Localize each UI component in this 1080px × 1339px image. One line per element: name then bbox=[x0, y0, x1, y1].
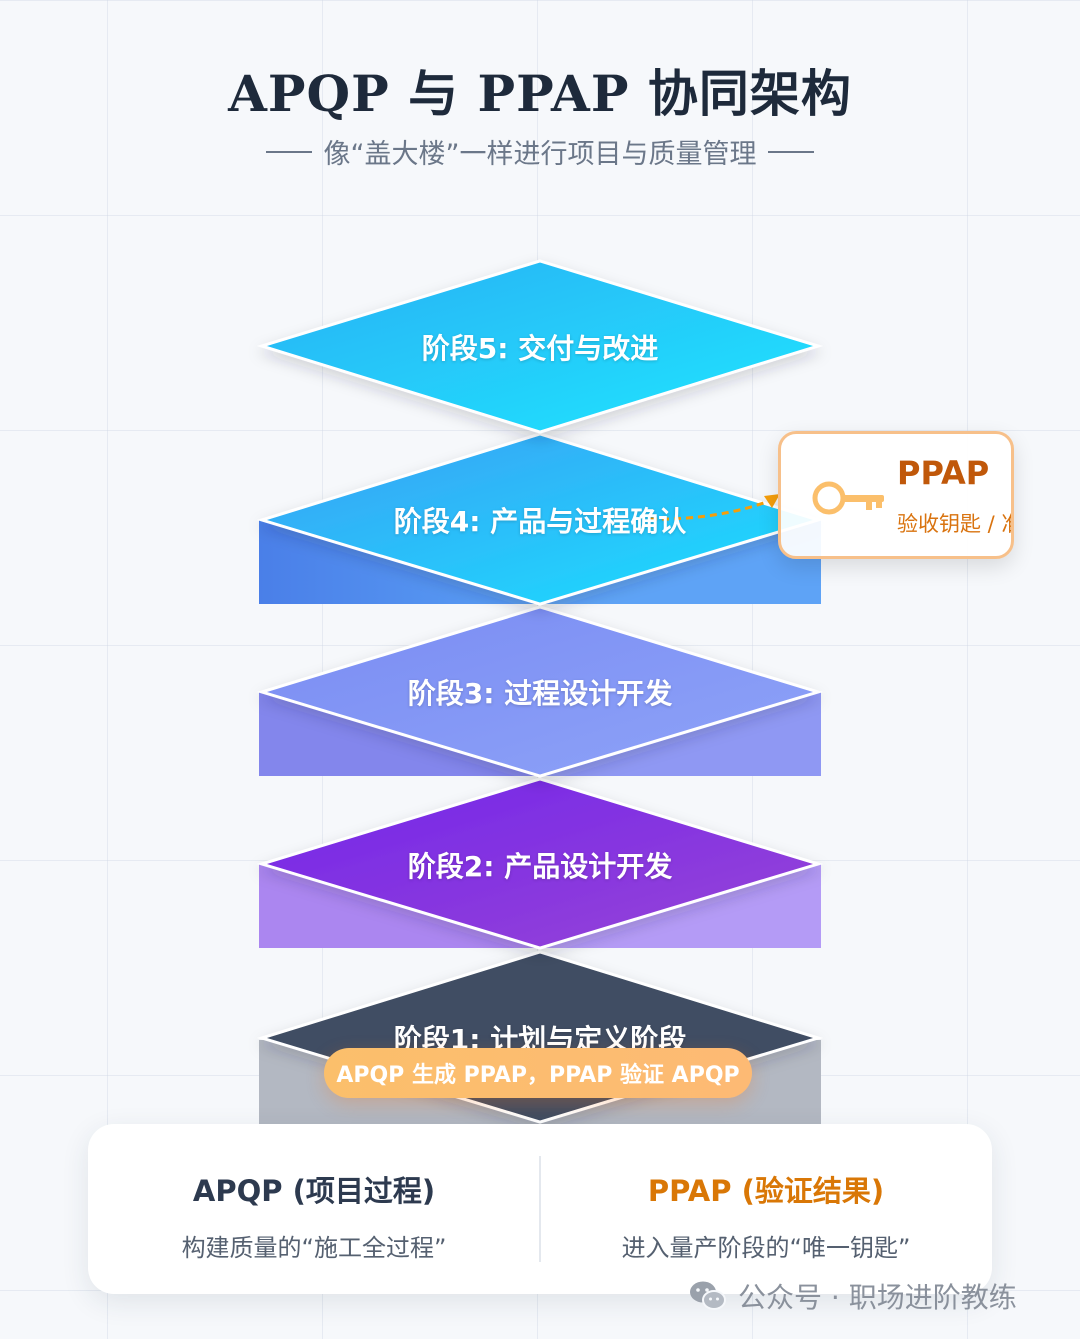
page-subtitle: 像“盖大楼”一样进行项目与质量管理 bbox=[0, 132, 1080, 171]
ppap-summary-title: PPAP (验证结果) bbox=[647, 1174, 885, 1208]
apqp-summary-title: APQP (项目过程) bbox=[192, 1174, 436, 1208]
subtitle-dash-right bbox=[768, 150, 815, 153]
subtitle-dash-left bbox=[265, 150, 312, 153]
apqp-summary-desc: 构建质量的“施工全过程” bbox=[181, 1234, 447, 1262]
stage-2-label: 阶段2: 产品设计开发 bbox=[407, 850, 673, 883]
stage-2-block bbox=[256, 777, 824, 950]
ppap-summary: PPAP (验证结果) 进入量产阶段的“唯一钥匙” bbox=[540, 1124, 992, 1294]
relation-pill: APQP 生成 PPAP，PPAP 验证 APQP bbox=[324, 1048, 752, 1098]
ppap-summary-desc: 进入量产阶段的“唯一钥匙” bbox=[621, 1234, 911, 1262]
stage-5-label: 阶段5: 交付与改进 bbox=[421, 332, 659, 365]
stage-4-label: 阶段4: 产品与过程确认 bbox=[393, 505, 687, 538]
page-title: APQP 与 PPAP 协同架构 bbox=[228, 64, 852, 123]
watermark: 公众号 · 职场进阶教练 bbox=[688, 1276, 1017, 1316]
subtitle-text: 像“盖大楼”一样进行项目与质量管理 bbox=[323, 139, 757, 170]
wechat-icon bbox=[690, 1281, 726, 1310]
ppap-key-card: PPAP 验收钥匙 / 准入证 bbox=[778, 431, 1014, 559]
key-icon bbox=[812, 481, 884, 515]
summary-card: APQP (项目过程) 构建质量的“施工全过程” PPAP (验证结果) 进入量… bbox=[88, 1124, 992, 1294]
ppap-card-title: PPAP bbox=[897, 454, 990, 492]
stage-3-block bbox=[256, 605, 824, 778]
stage4-to-ppap-connector bbox=[649, 494, 780, 521]
apqp-summary: APQP (项目过程) 构建质量的“施工全过程” bbox=[88, 1124, 540, 1294]
stage-5-block bbox=[256, 259, 824, 434]
ppap-card-subtitle: 验收钥匙 / 准入证 bbox=[897, 512, 1011, 536]
watermark-text: 公众号 · 职场进阶教练 bbox=[738, 1281, 1017, 1314]
stage-4-block bbox=[256, 432, 824, 606]
stage-3-label: 阶段3: 过程设计开发 bbox=[407, 677, 673, 710]
summary-divider bbox=[539, 1156, 541, 1262]
